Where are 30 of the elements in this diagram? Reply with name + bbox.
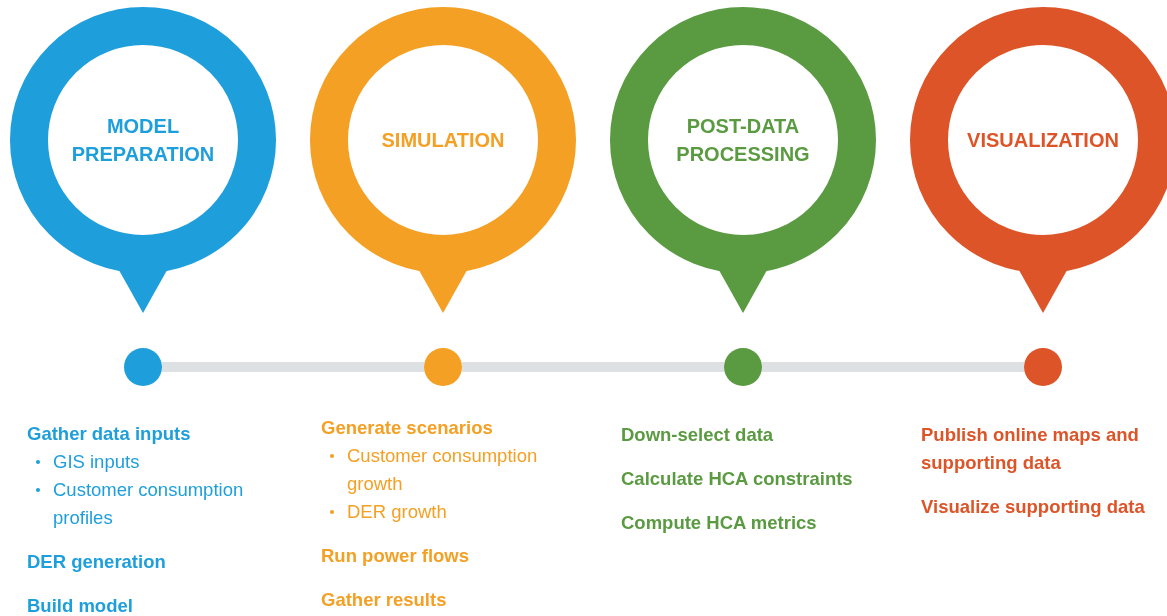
- step-label: Gather results: [321, 588, 448, 612]
- timeline-line: [462, 362, 724, 372]
- bullet-item: DER growth: [321, 498, 591, 526]
- timeline-dot: [424, 348, 462, 386]
- step-label: Publish online maps and supporting data: [921, 423, 1140, 475]
- timeline-dot: [1024, 348, 1062, 386]
- step-label: Generate scenarios: [321, 416, 494, 440]
- timeline-line: [762, 362, 1024, 372]
- stage-title: POST-DATA PROCESSING: [675, 114, 811, 167]
- bullet-item: Customer consumption profiles: [27, 476, 297, 532]
- stage-title: VISUALIZATION: [967, 128, 1119, 153]
- map-pin-marker: [10, 7, 276, 313]
- step-label: Down-select data: [621, 423, 775, 447]
- timeline-dot: [724, 348, 762, 386]
- step-label: Build model: [27, 594, 134, 616]
- step-label: Gather data inputs: [27, 422, 192, 446]
- map-pin-marker: [310, 7, 576, 313]
- stage-title: MODEL PREPARATION: [70, 114, 216, 167]
- bullet-item: Customer consumption growth: [321, 442, 591, 498]
- stage-title: SIMULATION: [381, 128, 505, 153]
- step-label: Visualize supporting data: [921, 495, 1146, 519]
- bullet-item: GIS inputs: [27, 448, 297, 476]
- step-label: Calculate HCA constraints: [621, 467, 854, 491]
- step-label: Run power flows: [321, 544, 470, 568]
- step-label: Compute HCA metrics: [621, 511, 818, 535]
- timeline-line: [162, 362, 424, 372]
- timeline-dot: [124, 348, 162, 386]
- map-pin-marker: [610, 7, 876, 313]
- step-label: DER generation: [27, 550, 167, 574]
- map-pin-marker: [910, 7, 1167, 313]
